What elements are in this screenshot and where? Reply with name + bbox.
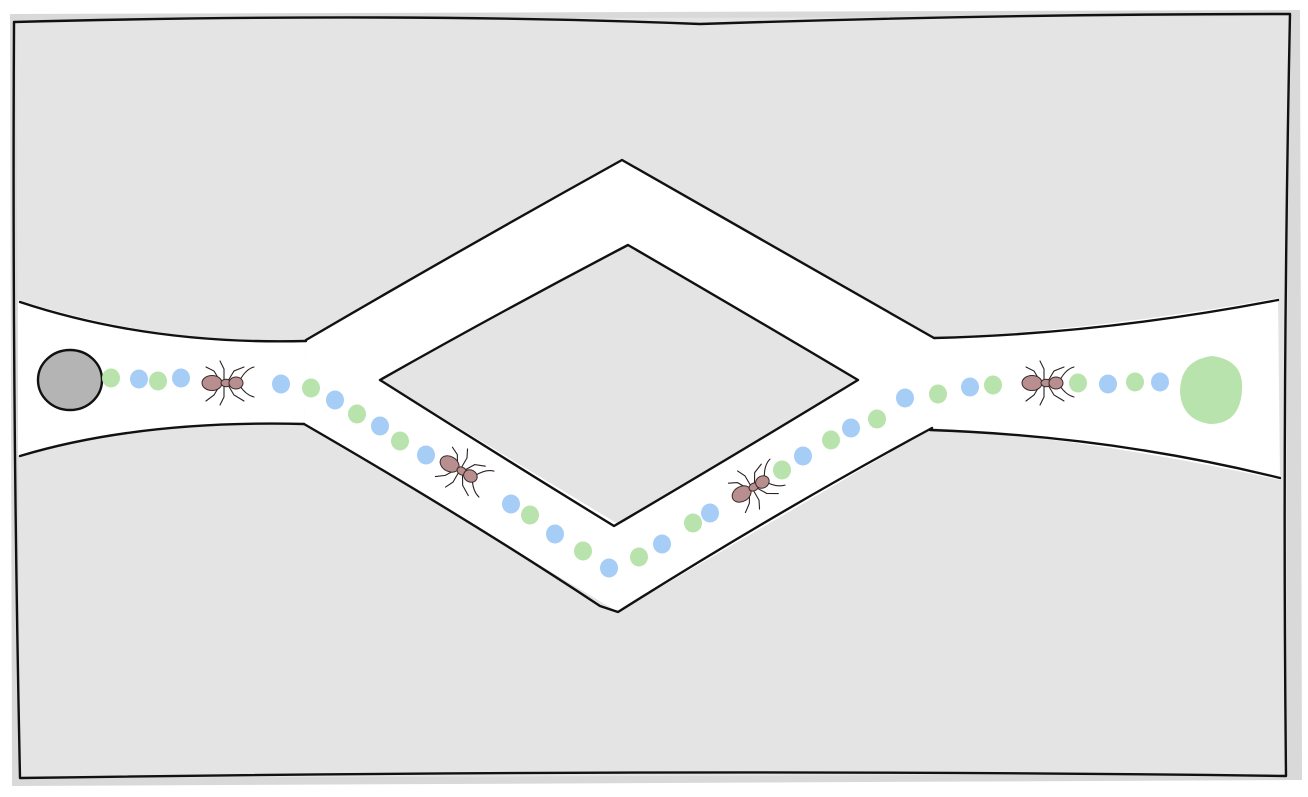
pheromone-dot-green (868, 409, 886, 429)
inner-diamond-edge (378, 243, 860, 528)
pheromone-dot-green (521, 505, 539, 525)
pheromone-dot-green (302, 378, 320, 398)
pheromone-trail (102, 368, 1169, 578)
pheromone-dot-green (684, 513, 702, 533)
pheromone-dot-blue (1099, 374, 1117, 394)
pheromone-dot-green (929, 384, 947, 404)
path-outlines (12, 12, 1292, 780)
pheromone-dot-blue (1151, 372, 1169, 392)
pheromone-dot-green (630, 547, 648, 567)
right-corridor-top-edge (932, 298, 1280, 340)
nest-icon (36, 348, 104, 412)
pheromone-dot-green (391, 431, 409, 451)
pheromone-dot-blue (794, 446, 812, 466)
pheromone-dot-green (984, 375, 1002, 395)
pheromone-dot-blue (701, 503, 719, 523)
pheromone-dot-blue (417, 445, 435, 465)
outer-lower-edge (302, 422, 934, 614)
pheromone-dot-green (102, 368, 120, 388)
ant-group (201, 360, 1075, 514)
ant-icon (1021, 360, 1075, 406)
path-diamond-loop (304, 160, 934, 612)
pheromone-dot-green (348, 404, 366, 424)
pheromone-dot-green (1126, 372, 1144, 392)
pheromone-dot-blue (961, 377, 979, 397)
ground-area (16, 16, 1288, 778)
pheromone-dot-blue (172, 368, 190, 388)
pheromone-dot-blue (842, 418, 860, 438)
ant-icon (201, 360, 255, 406)
pheromone-dot-blue (653, 534, 671, 554)
ant-icon (434, 446, 495, 498)
ant-icon (727, 458, 786, 514)
pheromone-dot-green (822, 430, 840, 450)
frame-outline (12, 12, 1292, 780)
pheromone-dot-green (149, 371, 167, 391)
right-corridor-bottom-edge (928, 428, 1282, 480)
pheromone-dot-blue (326, 390, 344, 410)
pheromone-dot-blue (546, 524, 564, 544)
pheromone-dot-blue (502, 494, 520, 514)
pheromone-dot-blue (272, 374, 290, 394)
pheromone-dot-green (574, 541, 592, 561)
outer-upper-edge (304, 158, 936, 342)
pheromone-dot-blue (371, 416, 389, 436)
pheromone-dot-blue (130, 369, 148, 389)
pheromone-dot-blue (600, 558, 618, 578)
food-icon (1180, 356, 1243, 424)
left-corridor-top-edge (18, 300, 308, 343)
pheromone-dot-green (1069, 373, 1087, 393)
left-corridor-bottom-edge (18, 422, 306, 458)
pheromone-dot-green (773, 460, 791, 480)
pheromone-dot-blue (896, 388, 914, 408)
